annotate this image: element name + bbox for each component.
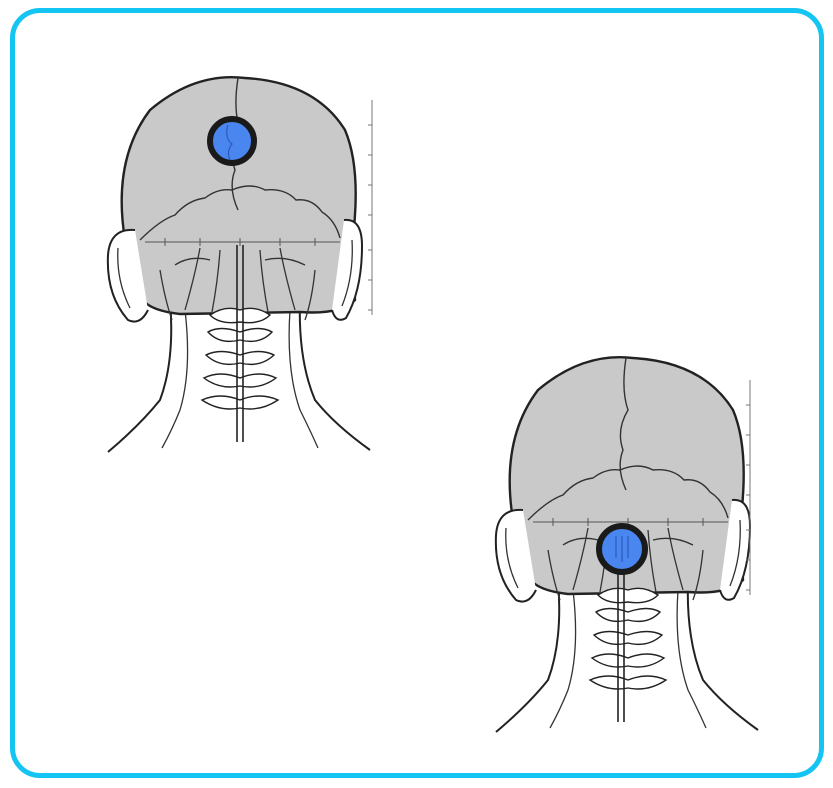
neck-outline bbox=[108, 300, 171, 452]
cervical-spine bbox=[202, 308, 278, 409]
skull-shape bbox=[122, 77, 356, 314]
head-back-illustration bbox=[488, 350, 778, 740]
cervical-spine bbox=[590, 588, 666, 689]
pain-marker bbox=[210, 119, 254, 163]
head-back-figure-1 bbox=[100, 70, 390, 460]
head-back-illustration bbox=[100, 70, 390, 460]
head-back-figure-2 bbox=[488, 350, 778, 740]
